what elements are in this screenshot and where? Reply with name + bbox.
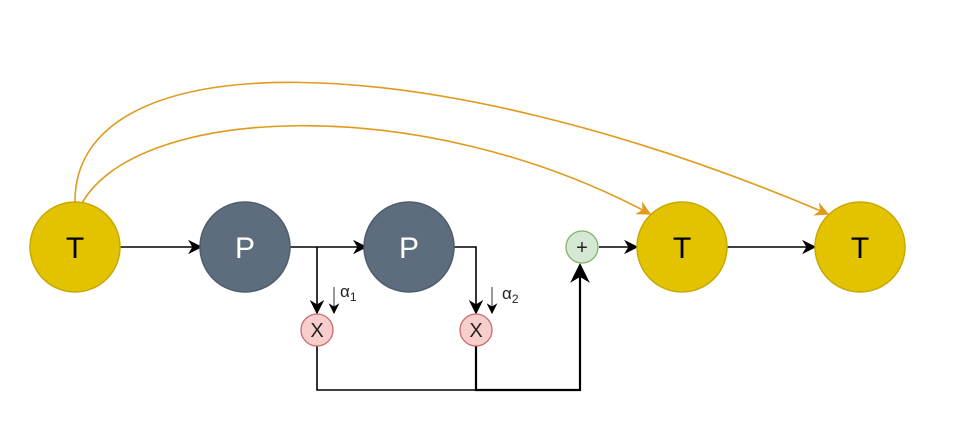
alpha-2-symbol: α [502, 284, 512, 303]
node-p-second-label: P [399, 232, 419, 265]
node-t-input: T [29, 201, 121, 293]
node-t-output-circle [814, 201, 906, 293]
alpha-1-symbol: α [340, 282, 350, 301]
operator-multiply-1: X [300, 313, 334, 347]
alpha-2-label: α2 [502, 284, 519, 306]
node-p-second-circle [363, 201, 455, 293]
operator-add-label: + [576, 237, 588, 259]
operator-multiply-2-label: X [469, 320, 482, 342]
operator-multiply-2: X [459, 313, 493, 347]
node-t-middle-label: T [673, 232, 691, 265]
node-t-input-label: T [66, 232, 84, 265]
alpha-1-subscript: 1 [350, 290, 357, 304]
operator-multiply-2-circle [459, 313, 493, 347]
node-p-second: P [363, 201, 455, 293]
operator-add-circle [565, 230, 599, 264]
alpha-1-label: α1 [340, 282, 357, 304]
node-t-middle: T [636, 201, 728, 293]
operator-multiply-1-label: X [310, 320, 323, 342]
edge-p-second-to-multiply-2 [454, 246, 484, 315]
alpha-2-subscript: 2 [512, 292, 519, 306]
operator-multiply-1-circle [300, 313, 334, 347]
operator-add: + [565, 230, 599, 264]
skip-edge-to-middle [79, 124, 652, 215]
node-p-first-circle [199, 201, 291, 293]
node-t-middle-circle [636, 201, 728, 293]
skip-edge-to-output [74, 81, 830, 216]
node-p-first-label: P [235, 232, 255, 265]
node-t-input-circle [29, 201, 121, 293]
node-t-output-label: T [851, 232, 869, 265]
edge-multiply-1-to-add [316, 346, 580, 391]
edge-multiply-2-to-add [474, 263, 590, 392]
node-t-output: T [814, 201, 906, 293]
node-p-first: P [199, 201, 291, 293]
